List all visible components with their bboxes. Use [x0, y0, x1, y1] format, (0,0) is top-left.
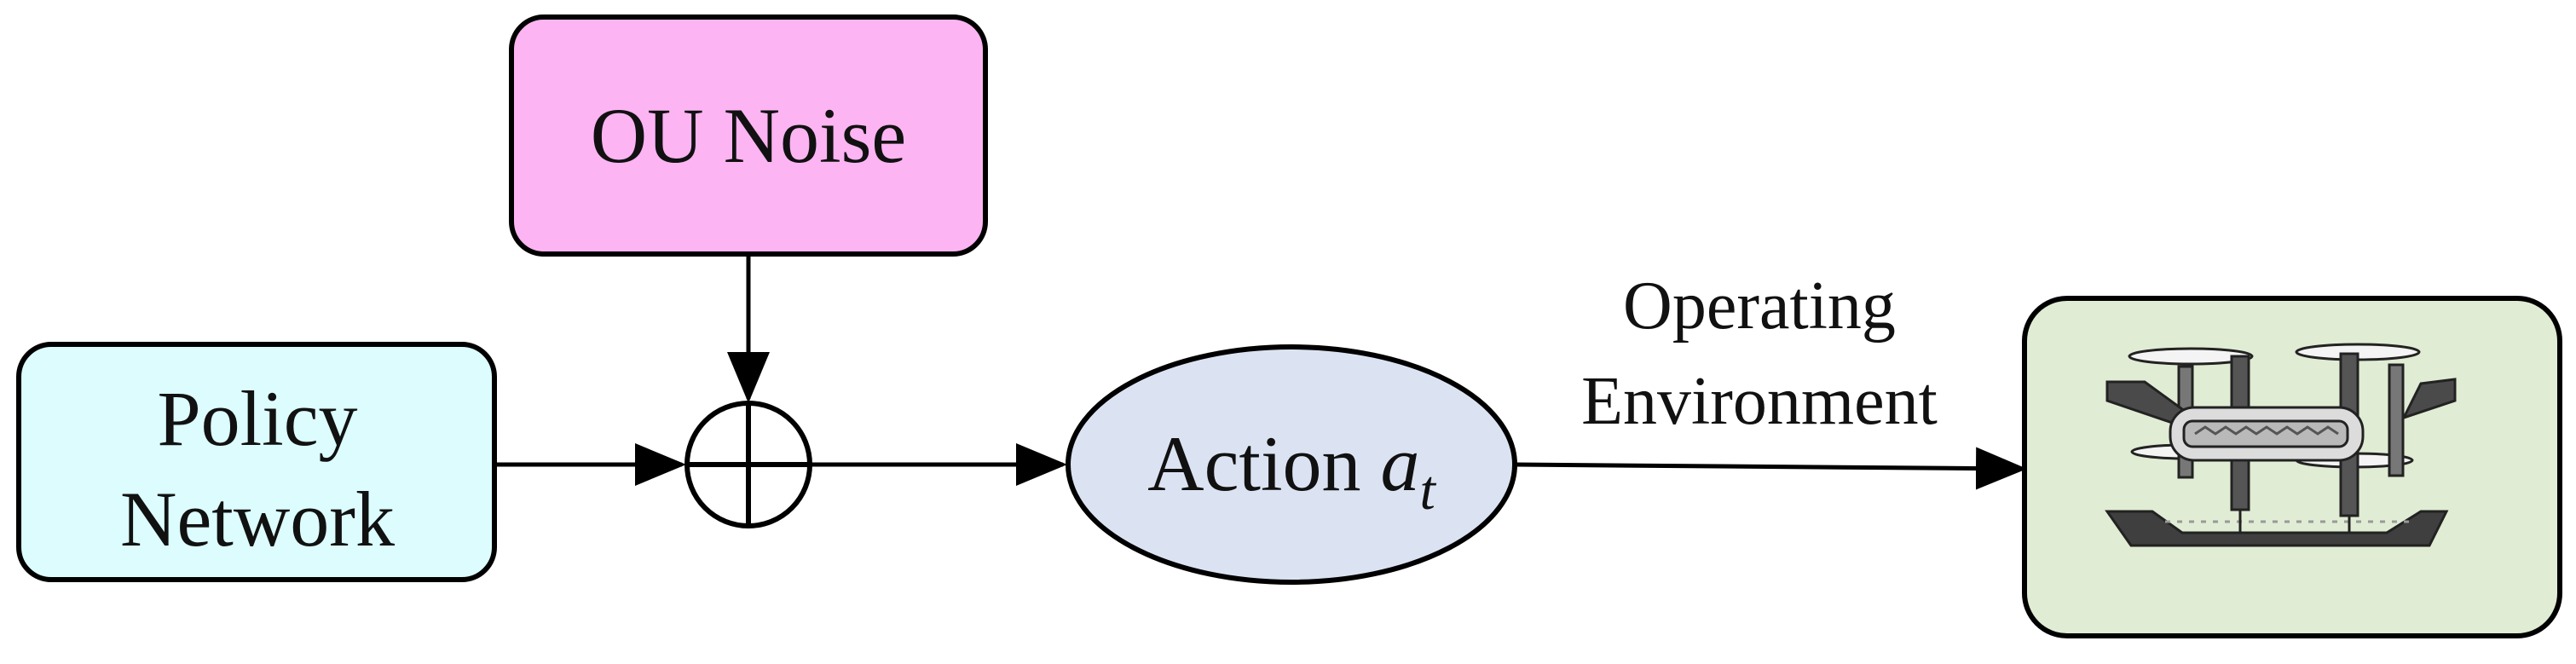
- action-ellipse: [1066, 344, 1517, 585]
- policy-network-box: [16, 342, 497, 582]
- environment-box: [2022, 296, 2562, 638]
- drone-icon: [2105, 343, 2457, 547]
- ou-noise-label: OU Noise: [591, 92, 907, 179]
- ou-noise-node: OU Noise: [509, 14, 988, 257]
- policy-network-label-line1: Policy: [157, 375, 357, 462]
- action-node: Action at: [1066, 344, 1517, 585]
- action-label: Action at: [1147, 420, 1436, 522]
- edge-label-line1: Operating: [1623, 268, 1896, 344]
- policy-network-label-line2: Network: [120, 476, 395, 563]
- environment-node: [2022, 296, 2562, 638]
- edge-label-line2: Environment: [1581, 364, 1938, 439]
- policy-network-node: Policy Network: [16, 342, 497, 582]
- arrow-action-to-environment: [1515, 447, 2027, 490]
- action-label-text: Action: [1147, 420, 1380, 507]
- action-subscript: t: [1420, 459, 1437, 522]
- sum-junction: [684, 401, 812, 528]
- action-symbol: a: [1381, 420, 1420, 507]
